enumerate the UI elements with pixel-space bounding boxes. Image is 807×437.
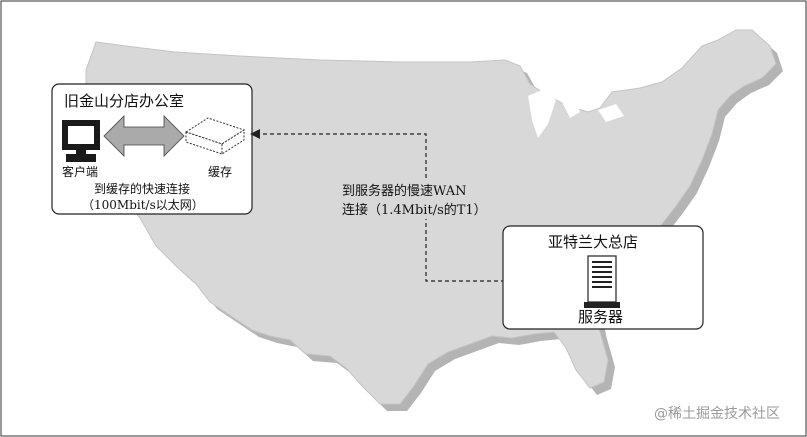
cache-label: 缓存 (208, 165, 232, 179)
computer-icon (62, 120, 100, 162)
wan-label-bg (334, 179, 522, 219)
server-label: 服务器 (578, 308, 623, 326)
wan-label-line2: 连接（1.4Mbit/s的T1） (342, 202, 487, 218)
lan-connection-line2: （100Mbit/s以太网） (82, 197, 204, 212)
lan-connection-line1: 到缓存的快速连接 (94, 181, 190, 196)
head-office-title: 亚特兰大总店 (548, 233, 638, 251)
branch-office-title: 旧金山分店办公室 (64, 92, 184, 110)
wan-arrowhead-left (250, 129, 260, 139)
watermark: @稀土掘金技术社区 (654, 406, 780, 422)
client-label: 客户端 (62, 164, 98, 179)
double-arrow-icon (103, 115, 185, 157)
cache-device-icon (184, 117, 246, 155)
branch-office-box (51, 83, 253, 215)
great-lakes (528, 90, 624, 138)
server-icon (584, 255, 620, 308)
wan-label-line1: 到服务器的慢速WAN (342, 183, 466, 199)
